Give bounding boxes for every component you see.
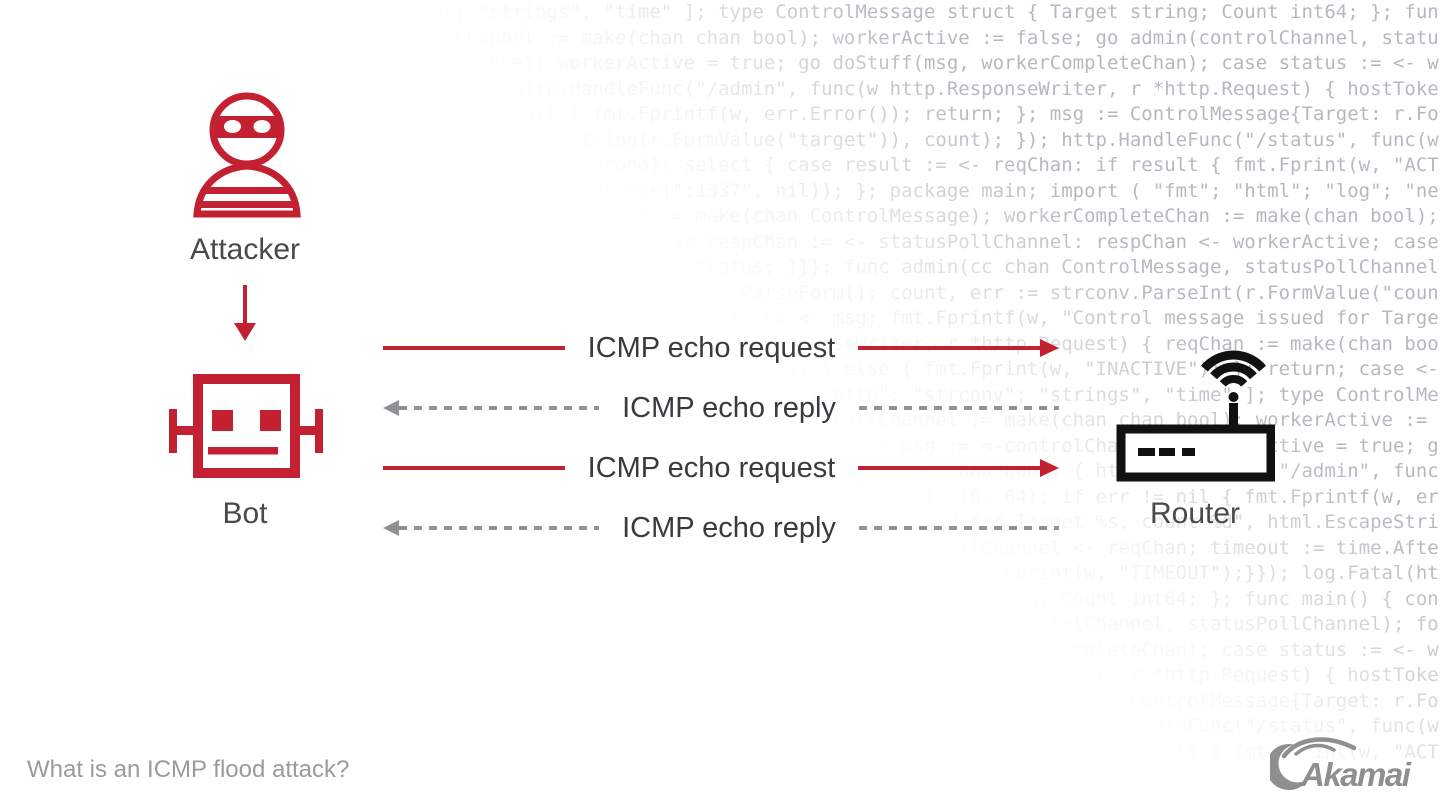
bot-ear-right-stem — [297, 426, 315, 435]
solid-line — [858, 346, 1040, 350]
dashed-line — [399, 526, 600, 530]
bot-mouth — [208, 447, 278, 455]
message-label: ICMP echo reply — [622, 392, 836, 424]
bot-head — [193, 374, 300, 478]
bot-ear-left-stem — [177, 426, 195, 435]
attacker-eye-left — [224, 120, 241, 133]
arrowhead-right-icon — [1040, 339, 1059, 357]
logo-swoosh-inner-icon — [1294, 743, 1336, 756]
router-dash-1 — [1138, 448, 1155, 456]
attacker-body-stripes — [197, 187, 297, 208]
footer-question: What is an ICMP flood attack? — [27, 756, 350, 783]
bot-eye-right — [260, 410, 281, 431]
router-wifi-arc-large — [1200, 350, 1267, 372]
router-wifi-arc-small — [1219, 375, 1248, 387]
dashed-line — [399, 406, 600, 410]
dashed-line — [858, 526, 1059, 530]
solid-line — [383, 466, 565, 470]
message-label: ICMP echo reply — [622, 512, 836, 544]
router-label: Router — [1149, 497, 1241, 530]
router-antenna — [1229, 403, 1238, 431]
message-row-request-2: ICMP echo request — [383, 453, 1059, 483]
router-icon — [1116, 350, 1275, 482]
message-label: ICMP echo request — [587, 332, 836, 364]
bot-label: Bot — [222, 497, 268, 530]
router-dash-3 — [1182, 448, 1195, 456]
arrowhead-left-icon — [383, 400, 399, 416]
arrowhead-right-icon — [1040, 459, 1059, 477]
logo-text: Akamai — [1300, 756, 1412, 793]
attacker-label: Attacker — [189, 233, 301, 266]
bot-icon — [169, 374, 323, 478]
logo-swoosh-icon — [1281, 737, 1357, 759]
down-arrow-icon — [234, 285, 256, 341]
message-row-reply-2: ICMP echo reply — [383, 513, 1059, 543]
attacker-icon — [193, 92, 301, 218]
solid-line — [858, 466, 1040, 470]
message-row-request-1: ICMP echo request — [383, 333, 1059, 363]
router-dash-2 — [1159, 448, 1175, 456]
attacker-mask — [210, 116, 284, 138]
message-row-reply-1: ICMP echo reply — [383, 393, 1059, 423]
dashed-line — [858, 406, 1059, 410]
router-wifi-dot — [1228, 392, 1239, 402]
solid-line — [383, 346, 565, 350]
bot-ear-right-bar — [315, 409, 323, 453]
attacker-eye-right — [253, 120, 271, 133]
akamai-logo: Akamai — [1270, 737, 1413, 793]
message-label: ICMP echo request — [587, 452, 836, 484]
arrowhead-left-icon — [383, 520, 399, 536]
bot-eye-left — [212, 410, 233, 431]
router-wifi-arc-mid — [1210, 362, 1257, 380]
bot-ear-left-bar — [169, 409, 177, 453]
